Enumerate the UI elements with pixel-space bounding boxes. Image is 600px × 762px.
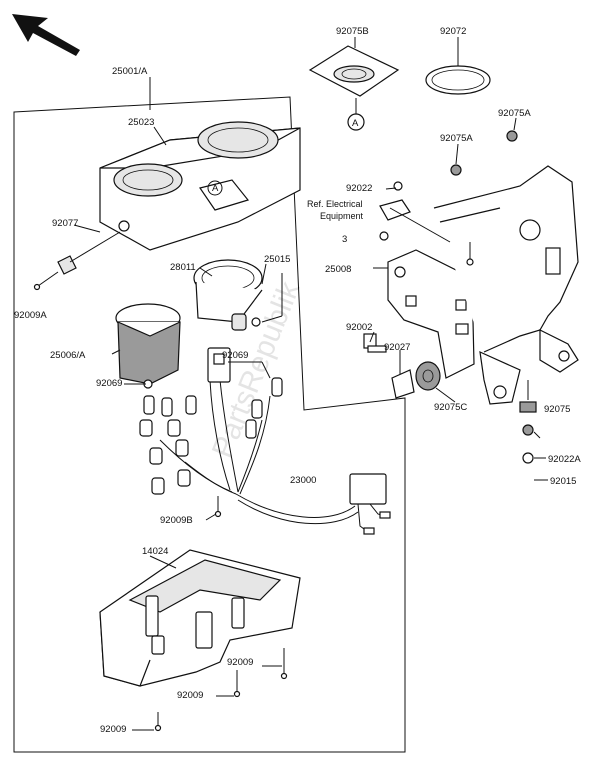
grommet-92075a-mid: [450, 164, 462, 176]
label-92075c: 92075C: [434, 402, 467, 413]
meter-housing-25023: [99, 121, 301, 251]
label-92069-left: 92069: [96, 378, 122, 389]
band-92072: [425, 65, 491, 95]
circle-a-label-1: A: [352, 118, 359, 129]
label-92009b: 92009B: [160, 515, 193, 526]
label-92075a-top: 92075A: [498, 108, 531, 119]
label-92009-1: 92009: [227, 657, 253, 668]
label-92075: 92075: [544, 404, 570, 415]
grommet-92075b: [308, 45, 400, 131]
label-25006a: 25006/A: [50, 350, 86, 361]
direction-arrow-icon: [12, 14, 80, 56]
label-92002: 92002: [346, 322, 372, 333]
reset-knob-92077: [33, 231, 121, 291]
label-92077: 92077: [52, 218, 78, 229]
label-92009a: 92009A: [14, 310, 47, 321]
label-92015: 92015: [550, 476, 576, 487]
label-92075b: 92075B: [336, 26, 369, 37]
label-28011: 28011: [170, 262, 196, 273]
wiring-harness-23000: [159, 347, 391, 535]
label-3: 3: [342, 234, 347, 245]
bulb-sockets: [139, 377, 283, 495]
meter-case-14024: [99, 549, 301, 732]
small-parts-right: [519, 380, 537, 464]
label-92069-right: 92069: [222, 350, 248, 361]
label-92009-2: 92009: [177, 690, 203, 701]
label-23000: 23000: [290, 475, 316, 486]
label-14024: 14024: [142, 546, 168, 557]
label-25008: 25008: [325, 264, 351, 275]
clamp-parts: [379, 181, 411, 241]
label-25001a: 25001/A: [112, 66, 148, 77]
grommet-92075a-top: [506, 130, 518, 142]
label-ref-electrical-2: Equipment: [320, 211, 364, 221]
mount-hardware: [363, 333, 441, 399]
label-92022a: 92022A: [548, 454, 581, 465]
bracket-25008: [387, 165, 579, 405]
label-92022: 92022: [346, 183, 372, 194]
circle-a-label-2: A: [212, 183, 219, 194]
meter-25006a: [115, 303, 181, 389]
assembly-boundary: [13, 96, 406, 753]
circle-a-marker: [207, 180, 223, 196]
label-25023: 25023: [128, 117, 154, 128]
label-ref-electrical-1: Ref. Electrical: [307, 199, 363, 209]
label-92009-3: 92009: [100, 724, 126, 735]
meter-28011: [193, 259, 263, 331]
label-25015: 25015: [264, 254, 290, 265]
leader-lines: [73, 37, 548, 731]
label-92072: 92072: [440, 26, 466, 37]
label-92027: 92027: [384, 342, 410, 353]
part-labels: 25001/A 25023 92077 92009A 28011 25015 2…: [14, 26, 581, 735]
label-92075a-mid: 92075A: [440, 133, 473, 144]
